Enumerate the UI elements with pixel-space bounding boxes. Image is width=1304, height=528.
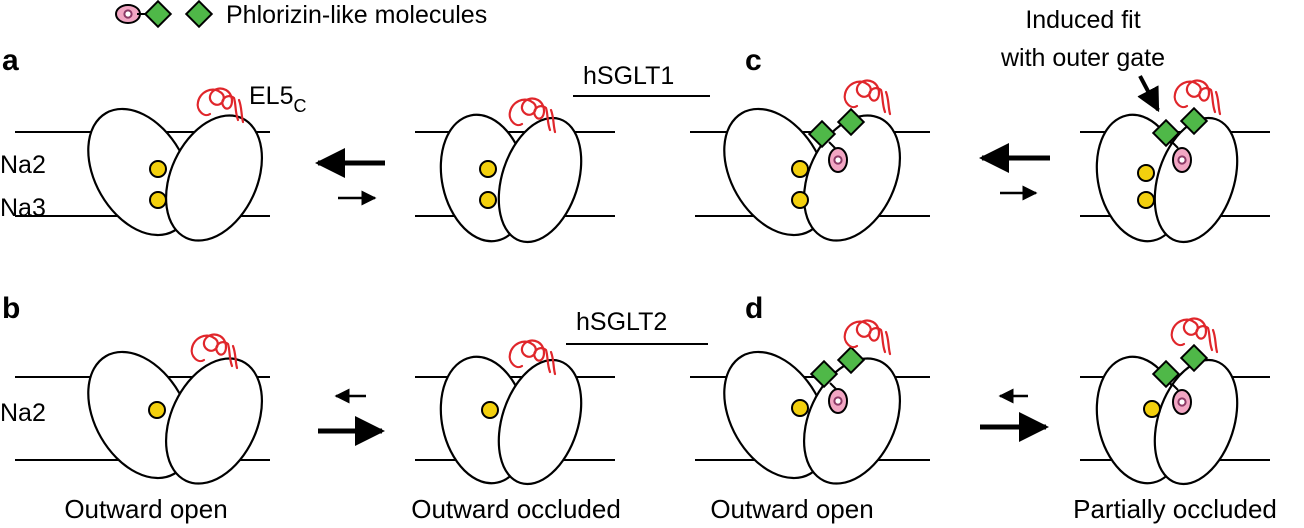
panel-label-d: d bbox=[745, 292, 763, 325]
el5c-loop-icon bbox=[1173, 79, 1222, 116]
transporter-domain-right bbox=[497, 358, 583, 486]
phlorizin-glucose-icon bbox=[115, 4, 141, 24]
sodium-ion-icon bbox=[791, 399, 809, 417]
induced-fit-arrow bbox=[1137, 75, 1160, 113]
transporter-domain-right bbox=[164, 357, 264, 485]
sodium-ion-icon bbox=[791, 160, 809, 178]
caption-outward-occluded: Outward occluded bbox=[411, 494, 621, 524]
panel-d bbox=[690, 319, 930, 485]
transporter-domain-left bbox=[723, 350, 829, 480]
sodium-ion-icon bbox=[1137, 191, 1155, 209]
panel-c-occluded bbox=[1080, 79, 1270, 244]
phlorizin-glucose-icon bbox=[1172, 147, 1192, 173]
protein-label-hsglt1: hSGLT1 bbox=[583, 62, 674, 90]
panel-b bbox=[15, 333, 270, 485]
legend-label: Phlorizin-like molecules bbox=[226, 1, 487, 29]
sodium-ion-icon bbox=[149, 191, 167, 209]
panel-a bbox=[15, 87, 270, 242]
sodium-ion-icon bbox=[481, 401, 499, 419]
sodium-ion-icon bbox=[149, 160, 167, 178]
na3-label: Na3 bbox=[0, 194, 46, 222]
sodium-ion-icon bbox=[479, 191, 497, 209]
panel-label-c: c bbox=[745, 44, 762, 77]
panel-c bbox=[690, 79, 930, 242]
transporter-domain-right bbox=[497, 116, 583, 244]
legend: Phlorizin-like molecules bbox=[115, 0, 487, 29]
panel-b-occluded bbox=[415, 339, 615, 486]
panel-a-occluded bbox=[415, 97, 615, 244]
phlorizin-glucose-icon bbox=[828, 147, 848, 173]
caption-outward-open-d: Outward open bbox=[710, 494, 873, 524]
caption-partially-occluded: Partially occluded bbox=[1073, 494, 1277, 524]
phlorizin-glucose-icon bbox=[828, 388, 848, 414]
sodium-ion-icon bbox=[479, 160, 497, 178]
panel-label-b: b bbox=[2, 292, 20, 325]
caption-outward-open-b: Outward open bbox=[64, 494, 227, 524]
sodium-ion-icon bbox=[791, 191, 809, 209]
na2-label: Na2 bbox=[0, 151, 46, 179]
sodium-ion-icon bbox=[1143, 400, 1161, 418]
loop-label: EL5C bbox=[249, 82, 306, 116]
phlorizin-aglycone-icon bbox=[144, 0, 172, 28]
panel-label-a: a bbox=[2, 44, 19, 77]
protein-label-hsglt2: hSGLT2 bbox=[576, 308, 667, 336]
sodium-ion-icon bbox=[1137, 164, 1155, 182]
transporter-domain-right bbox=[802, 357, 902, 485]
phlorizin-aglycone-icon bbox=[185, 0, 213, 28]
na2-label-b: Na2 bbox=[0, 399, 46, 427]
phlorizin-glucose-icon bbox=[1172, 389, 1192, 415]
sodium-ion-icon bbox=[148, 401, 166, 419]
induced-fit-label-2: with outer gate bbox=[1000, 44, 1165, 72]
transporter-domain-right bbox=[802, 114, 902, 242]
induced-fit-label: Induced fit bbox=[1025, 6, 1140, 34]
transporter-domain-right bbox=[1153, 116, 1239, 244]
panel-d-occluded bbox=[1080, 317, 1270, 486]
